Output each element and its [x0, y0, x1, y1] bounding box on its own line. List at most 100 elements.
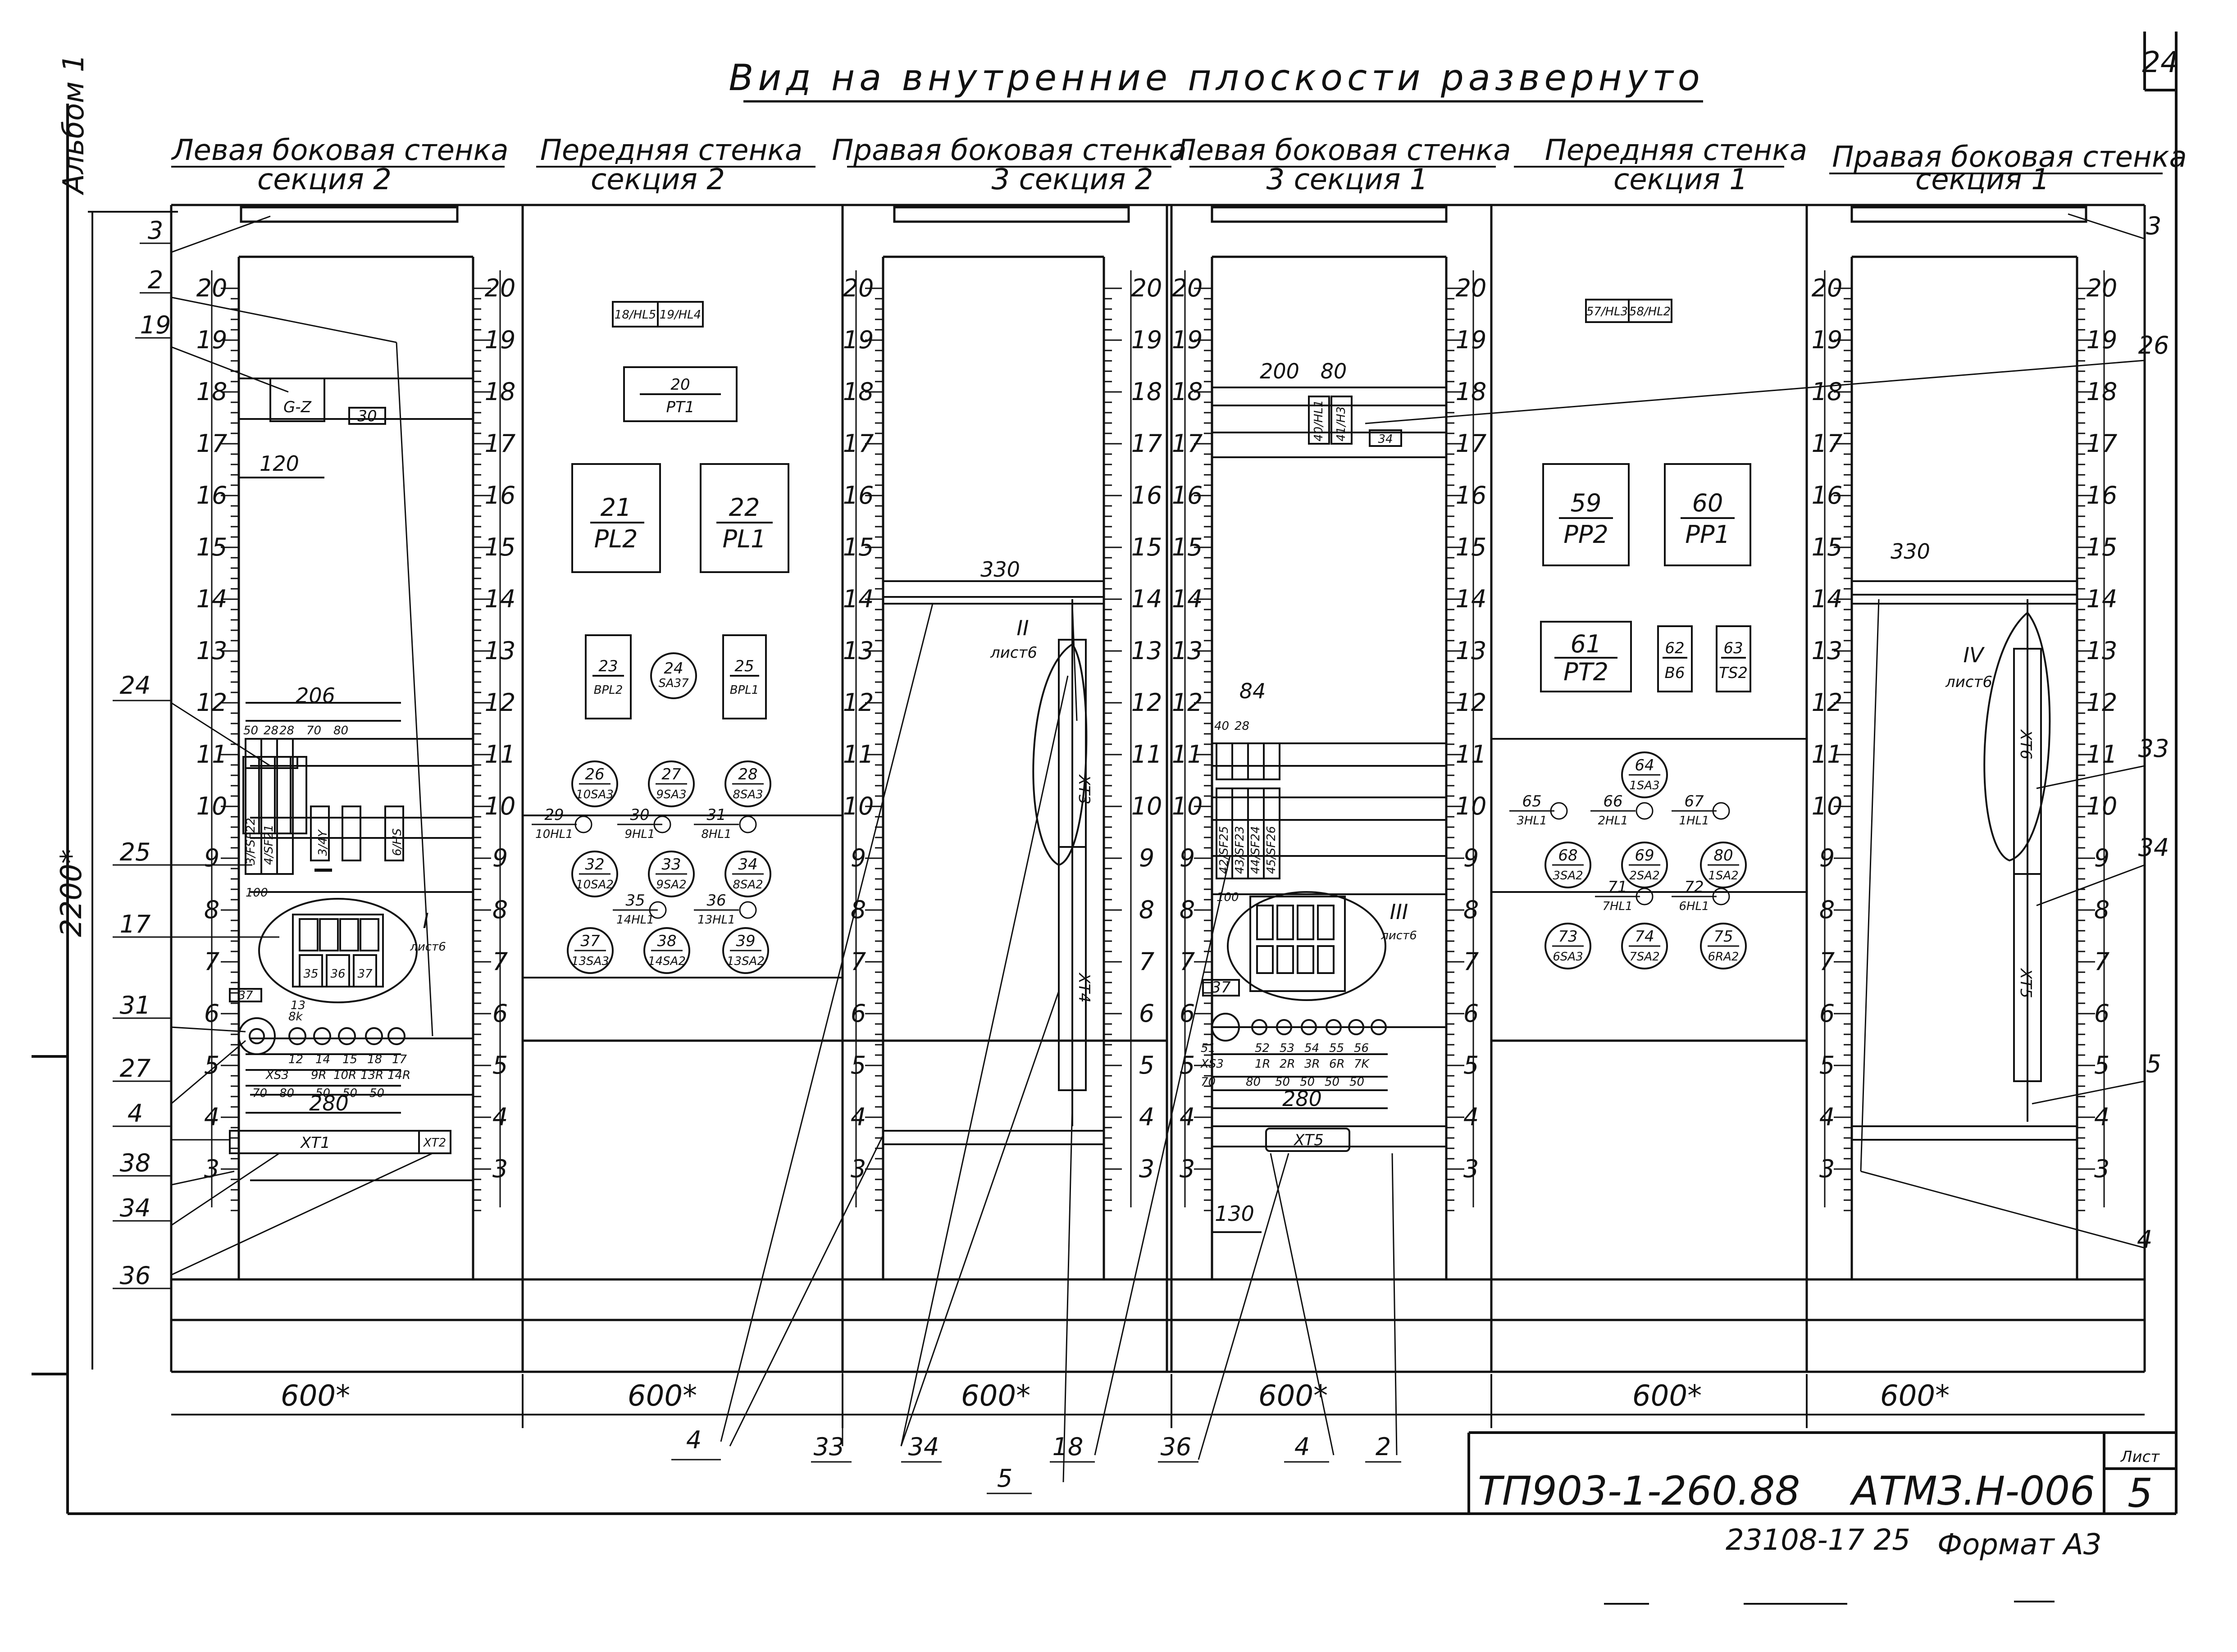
- detail-IV: IV: [1963, 643, 1985, 667]
- relay-41h3: 41/H3: [1335, 406, 1348, 441]
- dev-bpl2: BPL2: [594, 683, 623, 697]
- lamp-code: 7HL1: [1602, 900, 1632, 913]
- rail-tick-label: 7: [1139, 947, 1154, 976]
- rail-tick-label: 12: [485, 688, 516, 717]
- rail-tick-label: 9: [1180, 844, 1195, 872]
- front-panel-section1: 57/HL3 58/HL2 59 PP2 60 PP1 61 PT2 62 B6…: [1491, 299, 1807, 969]
- rail-tick-label: 19: [196, 326, 228, 354]
- switch-number: 80: [1713, 846, 1733, 865]
- dev-59: 59: [1571, 489, 1602, 517]
- switch-code: 7SA2: [1629, 950, 1659, 964]
- rail-tick-label: 6: [2094, 999, 2109, 1028]
- section-1-line2: секция 2: [257, 163, 392, 196]
- dev-19hl4: 19/HL4: [660, 308, 701, 322]
- section-5-line2: секция 1: [1613, 163, 1748, 196]
- rail-tick-label: 9: [1463, 844, 1479, 872]
- rail-tick-label: 8: [1139, 896, 1154, 924]
- rail-tick-label: 14: [1172, 585, 1203, 613]
- switch-circle: [724, 851, 771, 897]
- terminal-4sf21: 4/SF21: [262, 824, 276, 865]
- switch-number: 33: [661, 856, 681, 874]
- rail-tick-label: 20: [1172, 274, 1203, 302]
- rail-tick-label: 19: [1172, 326, 1203, 354]
- rail-tick-label: 13: [1456, 637, 1487, 665]
- rail-tick-label: 18: [1172, 378, 1203, 406]
- rail-tick-label: 19: [2087, 326, 2118, 354]
- lamp-number: 36: [706, 892, 726, 910]
- rail-tick-label: 5: [1819, 1051, 1835, 1079]
- switch-code: 10SA2: [576, 878, 614, 892]
- rail-tick-label: 13: [196, 637, 228, 665]
- gz-label: G-Z: [283, 398, 312, 416]
- right-wall-section2: 330 II лист6 XT3 XT4: [883, 557, 1104, 1145]
- rail-tick-label: 13: [485, 637, 516, 665]
- rail-tick-label: 18: [1131, 378, 1162, 406]
- switch-circle: [1700, 923, 1747, 969]
- rail-tick-label: 8: [1819, 896, 1835, 924]
- terminal-45sf26: 45/SF26: [1265, 826, 1278, 874]
- terminal-6hs: 6/HS: [391, 828, 404, 856]
- rail-tick-label: 18: [1456, 378, 1487, 406]
- switch-number: 26: [585, 765, 604, 783]
- height-dim-label: 2200*: [55, 849, 88, 937]
- xt6-label: XT6: [2017, 729, 2035, 760]
- rail-tick-label: 9: [204, 844, 219, 872]
- dim-330-right2: 330: [980, 557, 1020, 582]
- rail-tick-label: 15: [1172, 533, 1203, 561]
- bottom-top-17: 17: [392, 1053, 407, 1066]
- rail-tick-label: 17: [1812, 429, 1843, 458]
- callout-left-36: 36: [120, 1261, 151, 1290]
- front-panel-section2: 18/HL5 19/HL4 20 PT1 21 PL2 22 PL1 23 BP…: [523, 301, 843, 978]
- bottom-mid-14r: 14R: [387, 1069, 410, 1082]
- switch-circle: [722, 927, 769, 974]
- rail-tick-label: 4: [204, 1103, 219, 1131]
- footer-format: Формат А3: [1937, 1528, 2102, 1561]
- rail-tick-label: 11: [1131, 740, 1162, 769]
- rail-tick-label: 16: [1131, 481, 1162, 510]
- rail-tick-label: 8: [1180, 896, 1195, 924]
- lamp-code: 13HL1: [697, 913, 735, 927]
- rail-tick-label: 18: [1812, 378, 1843, 406]
- switch-number: 74: [1635, 928, 1654, 946]
- l1-bottom-top-52: 52: [1255, 1042, 1270, 1055]
- left-wall-section1: 200 80 40/HL1 41/H3 34 84 40 28 42/SF25 …: [1200, 359, 1446, 1233]
- footer-strokes: [1604, 1601, 2055, 1605]
- detail-III-sheet: лист6: [1380, 929, 1417, 942]
- dim-13: 13: [291, 999, 305, 1012]
- rail-tick-label: 17: [1131, 429, 1162, 458]
- relay-34-box: 34: [1378, 432, 1393, 446]
- bottom-mid-xs3: XS3: [265, 1069, 289, 1082]
- callout-bottom-4a: 4: [686, 1426, 702, 1454]
- l1-bottom-dim-50b: 50: [1300, 1075, 1315, 1089]
- relay-35: 35: [303, 967, 318, 981]
- rail-tick-label: 12: [196, 688, 228, 717]
- lamp-circle: [1636, 802, 1654, 820]
- dim-40-small: 40: [1214, 719, 1229, 733]
- relay-37: 37: [357, 967, 373, 981]
- callout-right-3: 3: [2146, 212, 2161, 240]
- callout-bottom-34: 34: [908, 1433, 939, 1461]
- callout-left-2: 2: [148, 266, 163, 294]
- rail-tick-label: 8: [492, 896, 508, 924]
- rail-tick-label: 7: [492, 947, 508, 976]
- rail-tick-label: 11: [485, 740, 516, 769]
- rail-tick-label: 4: [1180, 1103, 1195, 1131]
- dev-23: 23: [598, 657, 618, 675]
- l1-bottom-mid-2r: 2R: [1280, 1057, 1295, 1071]
- bottom-top-14: 14: [315, 1053, 330, 1066]
- width-dimensions: [171, 1374, 2145, 1428]
- dim-206: 206: [296, 683, 335, 708]
- callout-bottom-4b: 4: [1294, 1433, 1310, 1461]
- rail-tick-label: 19: [485, 326, 516, 354]
- rail-tick-label: 20: [843, 274, 874, 302]
- rail-tick-label: 9: [2094, 844, 2109, 872]
- terminal-43sf23: 43/SF23: [1233, 826, 1247, 874]
- section-6-line2: секция 1: [1915, 163, 2050, 196]
- callout-left-3: 3: [148, 216, 163, 245]
- callout-left-31: 31: [120, 991, 151, 1019]
- dev-pp1: PP1: [1685, 520, 1730, 549]
- switch-code: 6RA2: [1708, 950, 1739, 964]
- detail-II-sheet: лист6: [990, 644, 1037, 662]
- top-dim-50: 50: [243, 724, 258, 737]
- doc-code: АТМЗ.Н-006: [1850, 1468, 2095, 1514]
